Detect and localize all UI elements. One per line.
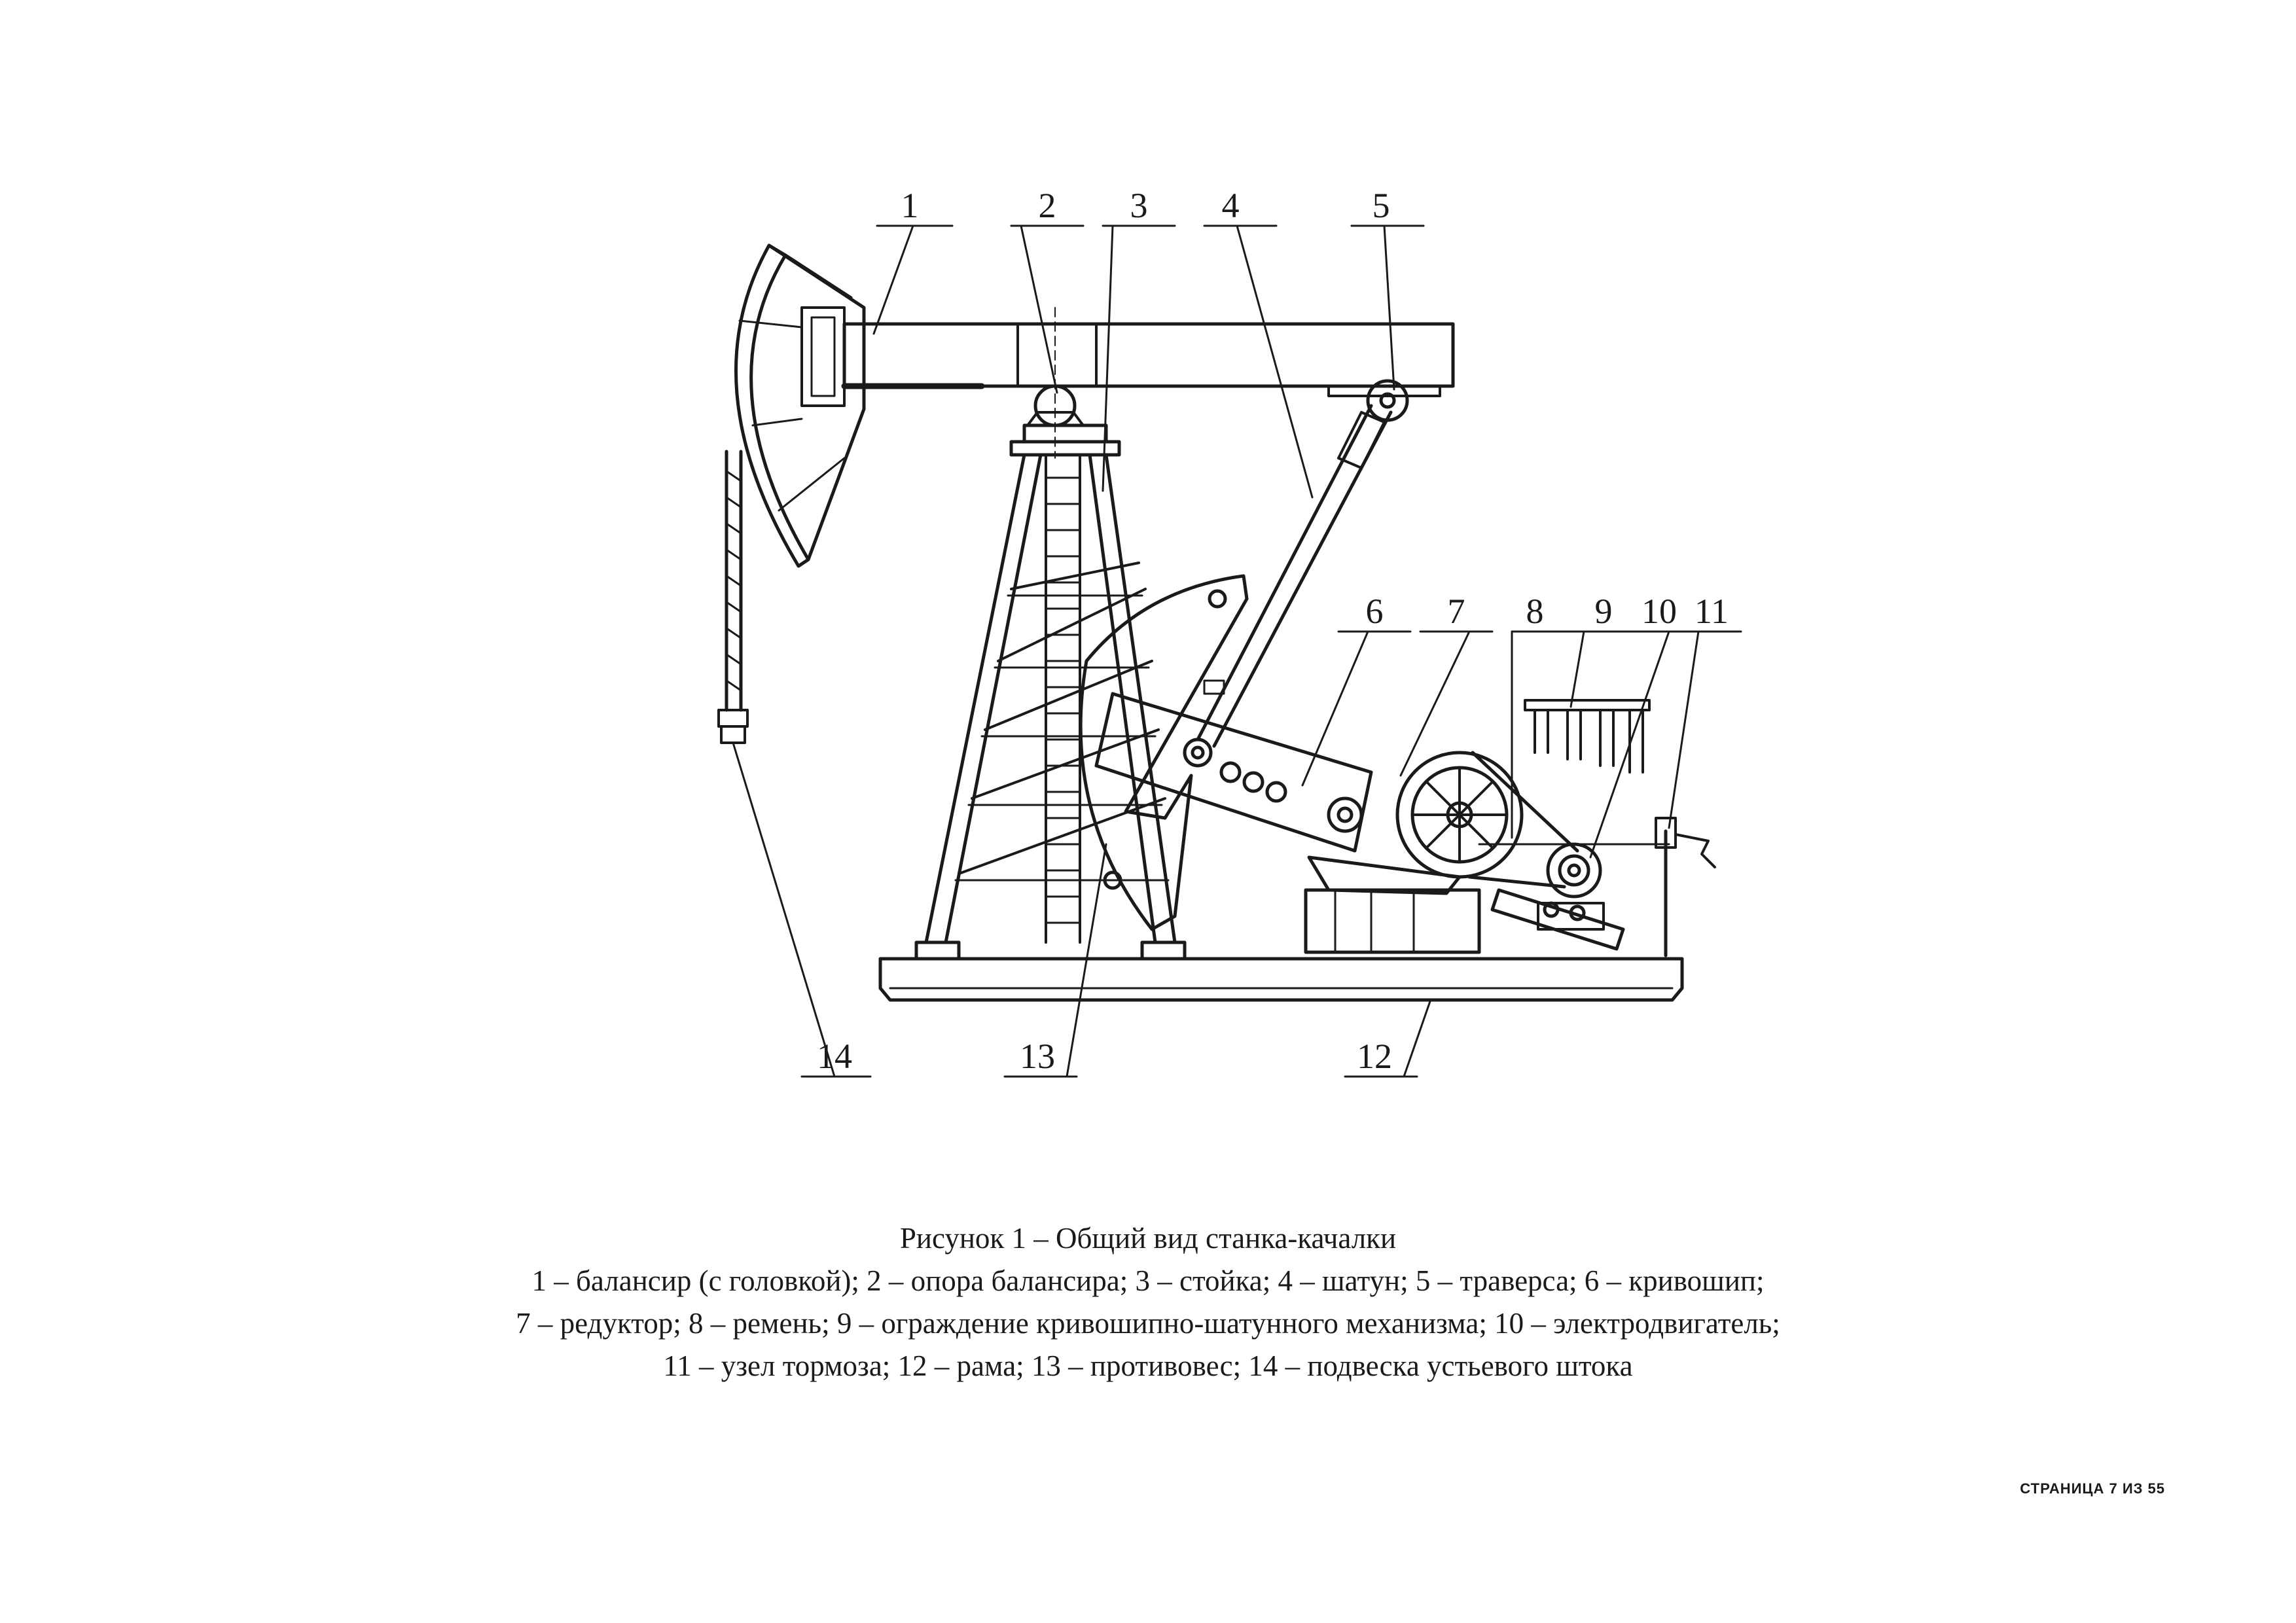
- rod-hanger: [717, 450, 749, 744]
- callout-13: 13: [1020, 1037, 1055, 1076]
- callout-8: 8: [1526, 592, 1544, 631]
- figure-caption: Рисунок 1 – Общий вид станка-качалки 1 –…: [0, 1217, 2296, 1387]
- brake-assembly: [1655, 817, 1716, 957]
- gear-reducer: [1304, 751, 1524, 954]
- walking-beam: [841, 322, 1455, 389]
- callout-5: 5: [1372, 186, 1390, 225]
- callout-11: 11: [1695, 592, 1729, 631]
- callout-7: 7: [1448, 592, 1465, 631]
- callout-3: 3: [1130, 186, 1148, 225]
- callout-1: 1: [901, 186, 919, 225]
- callout-labels: 1 2 3 4 5 6 7 8 9 10 11 12 13 14: [817, 186, 1729, 1076]
- crank-guard: [1524, 699, 1651, 774]
- counterweight: [1079, 574, 1249, 931]
- horse-head: [734, 243, 866, 568]
- base-frame: [878, 957, 1684, 1002]
- callout-4: 4: [1222, 186, 1240, 225]
- callout-10: 10: [1641, 592, 1677, 631]
- caption-line-3: 11 – узел тормоза; 12 – рама; 13 – проти…: [663, 1349, 1633, 1382]
- samson-post: [914, 423, 1187, 961]
- crank: [1094, 692, 1373, 853]
- caption-title: Рисунок 1 – Общий вид станка-качалки: [899, 1222, 1397, 1255]
- equalizer: [1327, 379, 1441, 422]
- callout-6: 6: [1366, 592, 1384, 631]
- caption-line-2: 7 – редуктор; 8 – ремень; 9 – ограждение…: [516, 1307, 1780, 1340]
- callout-9: 9: [1595, 592, 1613, 631]
- callout-12: 12: [1357, 1037, 1392, 1076]
- callout-2: 2: [1039, 186, 1056, 225]
- electric-motor: [1490, 842, 1625, 951]
- pitman: [1196, 404, 1393, 748]
- caption-line-1: 1 – балансир (с головкой); 2 – опора бал…: [531, 1264, 1765, 1297]
- callout-14: 14: [817, 1037, 852, 1076]
- page-number: СТРАНИЦА 7 ИЗ 55: [2020, 1480, 2165, 1497]
